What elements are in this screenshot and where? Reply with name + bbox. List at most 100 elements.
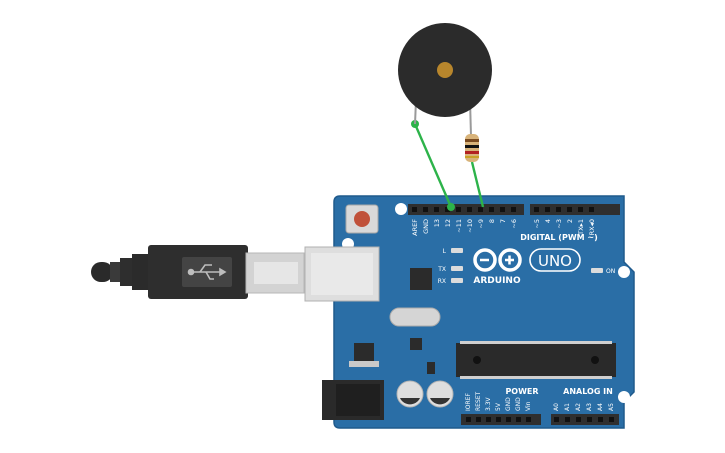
led-rx <box>451 278 463 283</box>
analog-section-label: ANALOG IN <box>563 387 613 396</box>
atmega328-chip <box>456 341 616 379</box>
usb-controller-chip <box>410 268 432 290</box>
header-pin-hole[interactable] <box>489 207 494 212</box>
digital-pin-label: 7 <box>499 219 507 223</box>
resistor-band <box>465 156 479 158</box>
header-pin-hole[interactable] <box>466 417 471 422</box>
mounting-hole <box>618 391 630 403</box>
header-pin-hole[interactable] <box>587 417 592 422</box>
reset-button-cap[interactable] <box>354 211 370 227</box>
header-pin-hole[interactable] <box>554 417 559 422</box>
model-badge <box>529 248 581 272</box>
usb-cable[interactable] <box>91 245 305 299</box>
led-l-label: L <box>443 248 447 255</box>
capacitor <box>396 380 424 408</box>
header-pin-hole[interactable] <box>526 417 531 422</box>
header-pin-hole[interactable] <box>467 207 472 212</box>
header-pin-hole[interactable] <box>445 207 450 212</box>
digital-pin-label: ~10 <box>466 219 474 233</box>
header-pin-hole[interactable] <box>556 207 561 212</box>
wire-buzzer-to-gnd[interactable] <box>413 123 453 208</box>
digital-pin-label: GND <box>422 219 430 234</box>
header-pin-hole[interactable] <box>534 207 539 212</box>
arduino-logo-icon <box>473 248 522 272</box>
digital-pin-label: ~6 <box>510 219 518 229</box>
digital-header <box>408 204 620 215</box>
digital-pin-label: ~11 <box>455 219 463 233</box>
smd-component <box>427 362 435 374</box>
dc-power-jack <box>322 380 384 420</box>
bottom-pin-label: GND <box>505 397 512 411</box>
onboard-leds: L TX RX ON <box>437 248 615 285</box>
wire-endpoint <box>447 203 455 211</box>
header-pin-hole[interactable] <box>567 207 572 212</box>
header-pin-hole[interactable] <box>565 417 570 422</box>
smd-component <box>410 338 422 350</box>
header-pin-hole[interactable] <box>516 417 521 422</box>
buzzer-center <box>437 62 453 78</box>
resistor[interactable] <box>465 134 479 162</box>
header-pin-hole[interactable] <box>476 417 481 422</box>
bottom-pin-label: 5V <box>495 402 502 411</box>
digital-pin-label: AREF <box>411 219 419 236</box>
header-pin-hole[interactable] <box>456 207 461 212</box>
digital-pin-label: 2 <box>566 219 574 223</box>
header-pin-hole[interactable] <box>576 417 581 422</box>
model-label: UNO <box>538 252 572 270</box>
usb-symbol-icon <box>187 264 227 280</box>
usb-strain-relief-3 <box>132 254 150 290</box>
bottom-pin-label: A3 <box>586 403 593 411</box>
digital-pin-label: 8 <box>488 219 496 223</box>
bottom-pin-label: A2 <box>575 403 582 411</box>
digital-pin-label: 13 <box>433 219 441 227</box>
led-on <box>591 268 603 273</box>
bottom-pin-label: A1 <box>564 403 571 411</box>
mounting-hole <box>395 203 407 215</box>
digital-pin-label: ~3 <box>555 219 563 229</box>
mounting-hole <box>618 266 630 278</box>
bottom-pin-label: GND <box>515 397 522 411</box>
bottom-pin-label: A4 <box>597 403 604 411</box>
header-pin-hole[interactable] <box>423 207 428 212</box>
led-rx-label: RX <box>438 278 446 285</box>
resistor-band <box>465 139 479 142</box>
usb-strain-relief-2 <box>120 258 134 286</box>
voltage-regulator <box>354 343 374 361</box>
header-pin-hole[interactable] <box>609 417 614 422</box>
bottom-pin-label: RESET <box>475 391 482 411</box>
header-pin-hole[interactable] <box>545 207 550 212</box>
header-pin-hole[interactable] <box>578 207 583 212</box>
header-pin-hole[interactable] <box>496 417 501 422</box>
bottom-pin-label: Vin <box>525 401 532 411</box>
resistor-band <box>465 151 479 154</box>
wire-resistor-to-pin11[interactable] <box>470 161 485 208</box>
header-pin-hole[interactable] <box>500 207 505 212</box>
header-pin-hole[interactable] <box>486 417 491 422</box>
usb-strain-relief-1 <box>110 262 122 282</box>
capacitor <box>426 380 454 408</box>
led-tx <box>451 266 463 271</box>
header-pin-hole[interactable] <box>412 207 417 212</box>
crystal-oscillator <box>389 307 441 327</box>
digital-pin-label: 4 <box>544 219 552 223</box>
led-tx-label: TX <box>437 266 446 273</box>
voltage-regulator-tab <box>349 361 379 367</box>
bottom-pin-label: 3.3V <box>485 396 492 411</box>
bottom-pin-label: IOREF <box>465 393 472 411</box>
digital-pin-label: TX▸1 <box>577 219 585 236</box>
header-pin-hole[interactable] <box>434 207 439 212</box>
power-section-label: POWER <box>505 387 538 396</box>
header-pin-hole[interactable] <box>589 207 594 212</box>
header-pin-hole[interactable] <box>478 207 483 212</box>
header-pin-hole[interactable] <box>511 207 516 212</box>
header-pin-hole[interactable] <box>598 417 603 422</box>
usb-metal-inner <box>254 262 298 284</box>
piezo-buzzer[interactable] <box>398 23 492 137</box>
usb-cable-end <box>91 262 113 282</box>
header-pin-hole[interactable] <box>506 417 511 422</box>
bottom-pin-label: A0 <box>553 403 560 411</box>
